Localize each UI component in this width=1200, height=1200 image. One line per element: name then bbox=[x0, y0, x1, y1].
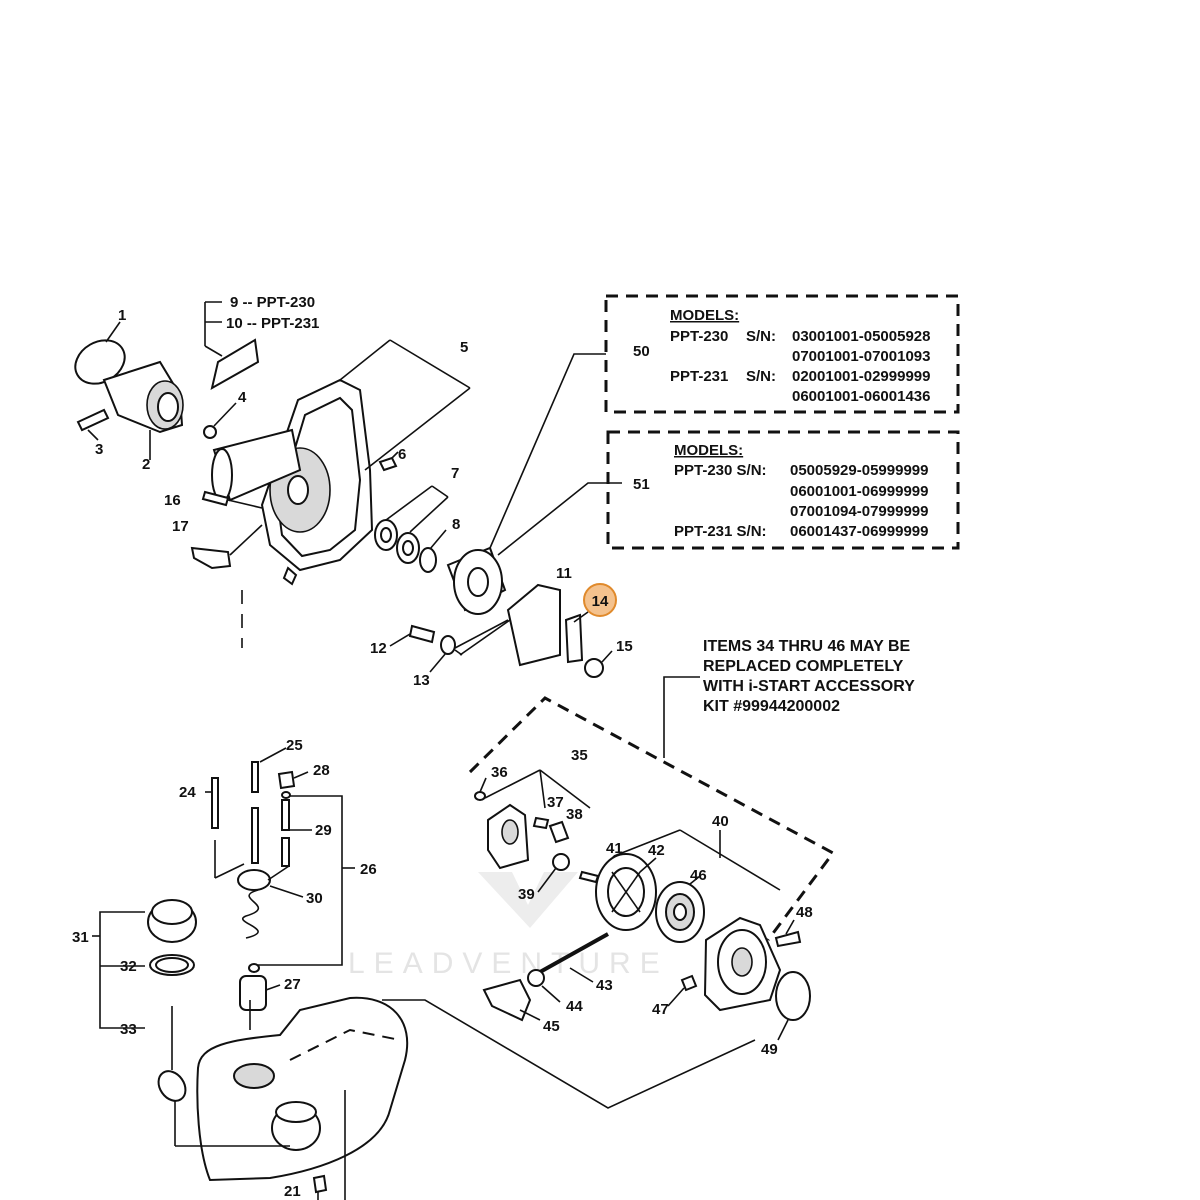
callout-4: 4 bbox=[238, 389, 247, 406]
box50-heading: MODELS: bbox=[670, 307, 739, 324]
box50-row2-model: PPT-231 bbox=[670, 368, 728, 385]
bearings bbox=[374, 485, 449, 573]
alt-label-group: 9 -- PPT-230 10 -- PPT-231 bbox=[204, 294, 319, 390]
note-line-3: WITH i-START ACCESSORY bbox=[703, 678, 915, 695]
box50-row1-range: 07001001-07001093 bbox=[792, 348, 930, 365]
screw-16 bbox=[201, 490, 230, 507]
box51-row2-range: 07001094-07999999 bbox=[790, 503, 928, 520]
callout-30: 30 bbox=[306, 890, 323, 907]
callout-41: 41 bbox=[606, 840, 623, 857]
callout-43: 43 bbox=[596, 977, 613, 994]
callout-42: 42 bbox=[648, 842, 665, 859]
note-line-4: KIT #99944200002 bbox=[703, 698, 840, 715]
istart-note: ITEMS 34 THRU 46 MAY BE REPLACED COMPLET… bbox=[663, 638, 915, 758]
box50-row0-sn: S/N: bbox=[746, 328, 776, 345]
box51-heading: MODELS: bbox=[674, 442, 743, 459]
callout-47: 47 bbox=[652, 1001, 669, 1018]
bracket-17 bbox=[190, 546, 232, 570]
label-item-9: 9 -- PPT-230 bbox=[230, 294, 315, 311]
callout-15: 15 bbox=[616, 638, 633, 655]
box51-row1-range: 06001001-06999999 bbox=[790, 483, 928, 500]
callout-27: 27 bbox=[284, 976, 301, 993]
callout-labels: 1 2 3 4 5 6 7 8 11 12 13 15 16 17 21 24 … bbox=[72, 307, 813, 1200]
box50-row3-range: 06001001-06001436 bbox=[792, 388, 930, 405]
box50-row0-range: 03001001-05005928 bbox=[792, 328, 930, 345]
starter-boundary bbox=[468, 696, 836, 941]
callout-49: 49 bbox=[761, 1041, 778, 1058]
leader-lines bbox=[205, 633, 795, 1041]
callout-1: 1 bbox=[118, 307, 126, 324]
callout-50: 50 bbox=[633, 343, 650, 360]
callout-38: 38 bbox=[566, 806, 583, 823]
callout-3: 3 bbox=[95, 441, 103, 458]
callout-28: 28 bbox=[313, 762, 330, 779]
callout-39: 39 bbox=[518, 886, 535, 903]
watermark: LEADVENTURE bbox=[348, 872, 669, 980]
box50-row0-model: PPT-230 bbox=[670, 328, 728, 345]
callout-26: 26 bbox=[360, 861, 377, 878]
decal-part bbox=[210, 338, 260, 390]
callout-45: 45 bbox=[543, 1018, 560, 1035]
callout-7: 7 bbox=[451, 465, 459, 482]
callout-32: 32 bbox=[120, 958, 137, 975]
callout-14: 14 bbox=[592, 593, 609, 610]
pin-part bbox=[378, 456, 398, 472]
callout-40: 40 bbox=[712, 813, 729, 830]
box51-row3-model: PPT-231 S/N: bbox=[674, 523, 767, 540]
callout-2: 2 bbox=[142, 456, 150, 473]
callout-17: 17 bbox=[172, 518, 189, 535]
callout-16: 16 bbox=[164, 492, 181, 509]
clutch-assembly bbox=[241, 546, 604, 678]
callout-35: 35 bbox=[571, 747, 588, 764]
callout-31: 31 bbox=[72, 929, 89, 946]
box50-row2-range: 02001001-02999999 bbox=[792, 368, 930, 385]
callout-21: 21 bbox=[284, 1183, 301, 1200]
callout-29: 29 bbox=[315, 822, 332, 839]
fan-housing bbox=[211, 339, 471, 586]
callout-8: 8 bbox=[452, 516, 460, 533]
note-line-1: ITEMS 34 THRU 46 MAY BE bbox=[703, 638, 911, 655]
box51-row0-model: PPT-230 S/N: bbox=[674, 462, 767, 479]
circlip-part bbox=[203, 425, 217, 439]
callout-33: 33 bbox=[120, 1021, 137, 1038]
callout-44: 44 bbox=[566, 998, 583, 1015]
callout-51: 51 bbox=[633, 476, 650, 493]
callout-36: 36 bbox=[491, 764, 508, 781]
callout-25: 25 bbox=[286, 737, 303, 754]
box51-row3-range: 06001437-06999999 bbox=[790, 523, 928, 540]
callout-24: 24 bbox=[179, 784, 196, 801]
models-box-50: MODELS: PPT-230 S/N: 03001001-05005928 0… bbox=[489, 294, 960, 549]
models-box-51: MODELS: PPT-230 S/N: 05005929-05999999 0… bbox=[497, 430, 960, 556]
callout-13: 13 bbox=[413, 672, 430, 689]
label-item-10: 10 -- PPT-231 bbox=[226, 315, 319, 332]
fuel-system bbox=[92, 761, 756, 1200]
callout-37: 37 bbox=[547, 794, 564, 811]
callout-12: 12 bbox=[370, 640, 387, 657]
highlight-circle bbox=[583, 583, 617, 617]
callout-48: 48 bbox=[796, 904, 813, 921]
starter-assembly bbox=[474, 769, 811, 1022]
box51-row0-range: 05005929-05999999 bbox=[790, 462, 928, 479]
callout-6: 6 bbox=[398, 446, 406, 463]
highlight-callout-14[interactable]: 14 bbox=[573, 583, 617, 623]
note-line-2: REPLACED COMPLETELY bbox=[703, 658, 904, 675]
box50-row2-sn: S/N: bbox=[746, 368, 776, 385]
callout-5: 5 bbox=[460, 339, 468, 356]
callout-11: 11 bbox=[556, 565, 572, 582]
coupling-assembly bbox=[74, 321, 184, 460]
watermark-text: LEADVENTURE bbox=[348, 947, 669, 980]
